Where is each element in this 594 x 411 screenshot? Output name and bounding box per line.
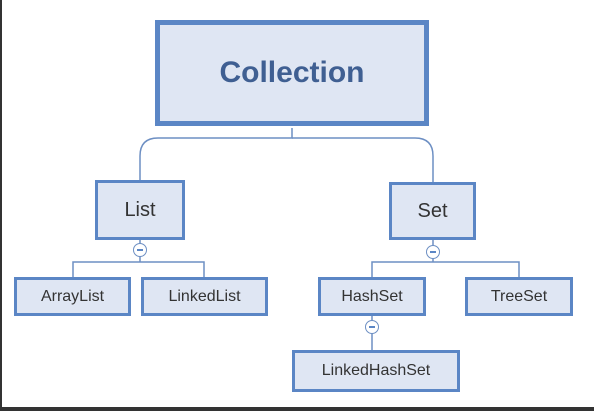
minus-icon — [369, 326, 375, 328]
collapse-list-icon[interactable] — [133, 243, 147, 257]
edge-list-arraylist — [72, 261, 140, 277]
node-collection[interactable]: Collection — [155, 20, 429, 126]
node-hashset[interactable]: HashSet — [318, 277, 426, 316]
edge-set-treeset — [433, 261, 520, 277]
node-treeset[interactable]: TreeSet — [465, 277, 573, 316]
edge-collection-list — [139, 128, 293, 180]
node-list[interactable]: List — [95, 180, 185, 240]
edge-collection-set — [292, 137, 434, 182]
node-linkedlist[interactable]: LinkedList — [141, 277, 268, 316]
edge-set-hashset — [371, 261, 433, 277]
node-set[interactable]: Set — [389, 182, 476, 240]
frame-border-left — [0, 0, 2, 411]
edge-list-linkedlist — [140, 261, 205, 277]
node-linkedhashset[interactable]: LinkedHashSet — [292, 350, 460, 392]
frame-border-bottom — [0, 407, 594, 411]
collapse-hashset-icon[interactable] — [365, 320, 379, 334]
node-arraylist[interactable]: ArrayList — [14, 277, 131, 316]
minus-icon — [137, 249, 143, 251]
collapse-set-icon[interactable] — [426, 245, 440, 259]
minus-icon — [430, 251, 436, 253]
